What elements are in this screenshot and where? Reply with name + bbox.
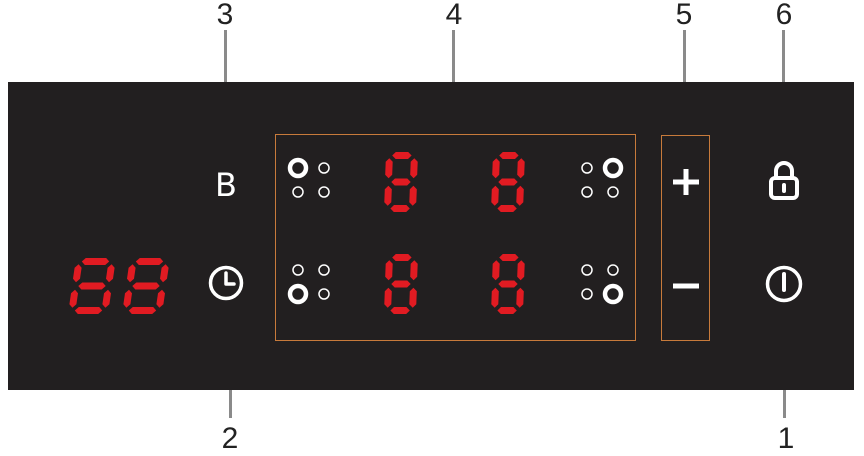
callout-3: 3 <box>216 0 234 31</box>
timer-digit-0-segment-f <box>73 264 82 283</box>
timer-digit-1-segment-f <box>127 264 136 283</box>
zone-digit-3-segment-g <box>498 280 518 288</box>
zone-dot <box>581 288 593 300</box>
zone-indicator-top-left <box>287 157 330 198</box>
zone-dot <box>581 186 593 198</box>
power-icon[interactable] <box>764 264 804 304</box>
timer-digit-1-segment-d <box>128 307 157 314</box>
zone-digit-1-segment-f <box>492 158 500 179</box>
zone-digit-3-segment-e <box>491 287 499 308</box>
zone-digit-2-segment-b <box>410 260 418 281</box>
zone-dot <box>607 186 619 198</box>
plus-minus-frame <box>661 135 710 341</box>
zone-digit-3-segment-b <box>517 260 525 281</box>
zone-digit-1-segment-a <box>499 152 519 159</box>
zone-dot <box>318 288 330 300</box>
zone-digit-0-segment-f <box>385 158 393 179</box>
callout-1: 1 <box>777 422 795 455</box>
zone-digit-2-segment-e <box>384 287 392 308</box>
zone-dot <box>318 264 330 276</box>
timer-digit-1-segment-b <box>160 264 169 283</box>
zone-digit-2-segment-c <box>409 287 417 308</box>
zone-digit-3-segment-f <box>492 260 500 281</box>
boost-button[interactable]: B <box>215 166 237 204</box>
timer-digit-1-segment-e <box>123 289 132 308</box>
timer-display <box>69 258 169 314</box>
zone-digit-0-segment-d <box>390 205 410 212</box>
zone-digit-2-segment-g <box>391 280 411 288</box>
timer-digit-0-segment-a <box>81 258 110 265</box>
zone-dot <box>581 264 593 276</box>
callout-4: 4 <box>445 0 463 31</box>
plus-icon[interactable] <box>671 167 701 197</box>
zone-digit-2-segment-d <box>390 307 410 314</box>
zone-digit-1-segment-c <box>516 185 524 206</box>
zone-digit-bottom-right <box>491 254 525 314</box>
zone-dot <box>318 162 330 174</box>
callout-6: 6 <box>775 0 793 31</box>
timer-digit-0-segment-e <box>69 289 78 308</box>
zone-digit-1-segment-d <box>497 205 517 212</box>
zone-digit-top-right <box>491 152 525 212</box>
zone-dot <box>292 264 304 276</box>
callout-5: 5 <box>675 0 693 31</box>
zone-digit-bottom-left <box>384 254 418 314</box>
minus-icon[interactable] <box>671 271 701 301</box>
zone-digit-1-segment-g <box>498 178 518 186</box>
zone-digit-3-segment-d <box>497 307 517 314</box>
clock-icon[interactable] <box>207 264 245 302</box>
timer-digit-0-segment-b <box>106 264 115 283</box>
zone-digit-1-segment-e <box>491 185 499 206</box>
zone-display-frame <box>275 134 636 341</box>
lock-icon[interactable] <box>766 158 802 202</box>
zone-digit-0-segment-a <box>392 152 412 159</box>
zone-indicator-top-right <box>581 157 624 198</box>
active-zone-dot <box>287 157 309 179</box>
timer-digit-1-segment-g <box>132 282 160 290</box>
active-zone-dot <box>602 157 624 179</box>
zone-digit-0-segment-b <box>410 158 418 179</box>
zone-digit-0-segment-g <box>391 178 411 186</box>
zone-indicator-bottom-right <box>581 264 624 305</box>
zone-dot <box>607 264 619 276</box>
zone-dot <box>318 186 330 198</box>
active-zone-dot <box>602 283 624 305</box>
timer-digit-1-segment-a <box>135 258 164 265</box>
zone-digit-2-segment-f <box>385 260 393 281</box>
zone-indicator-bottom-left <box>287 264 330 305</box>
zone-digit-top-left <box>384 152 418 212</box>
timer-digit-1-segment-c <box>156 289 165 308</box>
timer-digit-0-segment-d <box>74 307 103 314</box>
timer-digit-0-segment-c <box>102 289 111 308</box>
callout-2: 2 <box>221 422 239 455</box>
zone-digit-3-segment-c <box>516 287 524 308</box>
zone-digit-0-segment-c <box>409 185 417 206</box>
timer-digit-0-segment-g <box>78 282 106 290</box>
zone-digit-2-segment-a <box>392 254 412 261</box>
zone-digit-3-segment-a <box>499 254 519 261</box>
zone-dot <box>581 162 593 174</box>
zone-digit-1-segment-b <box>517 158 525 179</box>
zone-dot <box>292 186 304 198</box>
zone-digit-0-segment-e <box>384 185 392 206</box>
active-zone-dot <box>287 283 309 305</box>
control-panel <box>8 82 854 390</box>
